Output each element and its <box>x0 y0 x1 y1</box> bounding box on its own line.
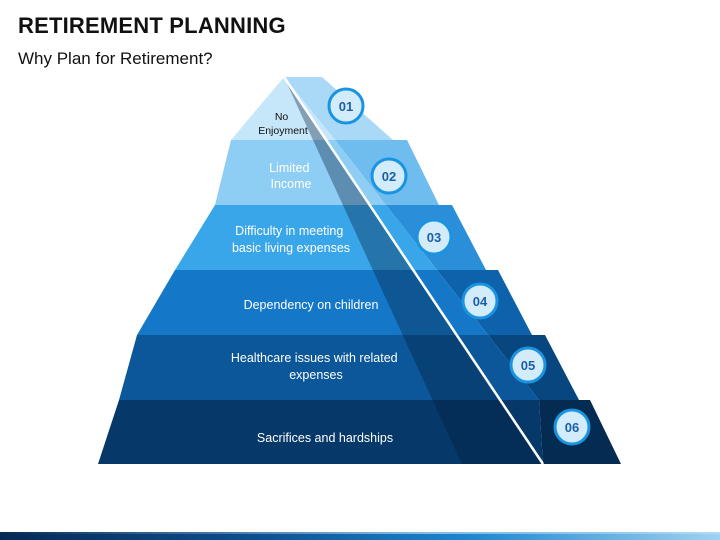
level-2-label: Limited Income <box>269 161 313 191</box>
pyramid-level-1[interactable] <box>231 77 335 140</box>
badge-03[interactable]: 03 <box>415 218 453 256</box>
level-4-label: Dependency on children <box>244 298 379 312</box>
badge-05-number: 05 <box>521 358 535 373</box>
badge-04-circle <box>461 282 499 320</box>
number-badges: 01 02 03 04 05 06 <box>327 87 591 446</box>
badge-05-circle <box>509 346 547 384</box>
badge-04-number: 04 <box>473 294 488 309</box>
badge-06-circle <box>553 408 591 446</box>
badge-01[interactable]: 01 <box>327 87 365 125</box>
badge-02-number: 02 <box>382 169 396 184</box>
pyramid-level-4[interactable] <box>137 270 488 335</box>
page-title: RETIREMENT PLANNING <box>18 13 286 38</box>
badge-06[interactable]: 06 <box>553 408 591 446</box>
footer-gradient-bar <box>0 532 720 540</box>
badge-02[interactable]: 02 <box>370 157 408 195</box>
pyramid-front-faces <box>98 77 543 464</box>
badge-01-number: 01 <box>339 99 353 114</box>
badge-04[interactable]: 04 <box>461 282 499 320</box>
level-6-label: Sacrifices and hardships <box>257 431 393 445</box>
pyramid-level-5[interactable] <box>119 335 539 400</box>
pyramid-edge-highlight <box>282 76 545 465</box>
pyramid-level-2[interactable] <box>215 140 386 205</box>
badge-03-circle <box>415 218 453 256</box>
level-labels: No Enjoyment Limited Income Difficulty i… <box>231 111 401 445</box>
level-3-label: Difficulty in meeting basic living expen… <box>232 224 350 255</box>
badge-03-number: 03 <box>427 230 441 245</box>
page-subtitle: Why Plan for Retirement? <box>18 49 213 68</box>
pyramid-level-3[interactable] <box>175 205 437 270</box>
badge-01-circle <box>327 87 365 125</box>
level-5-label: Healthcare issues with related expenses <box>231 351 401 382</box>
badge-06-number: 06 <box>565 420 579 435</box>
level-1-label: No Enjoyment <box>258 111 308 137</box>
badge-02-circle <box>370 157 408 195</box>
badge-05[interactable]: 05 <box>509 346 547 384</box>
pyramid-level-6[interactable] <box>98 400 543 464</box>
